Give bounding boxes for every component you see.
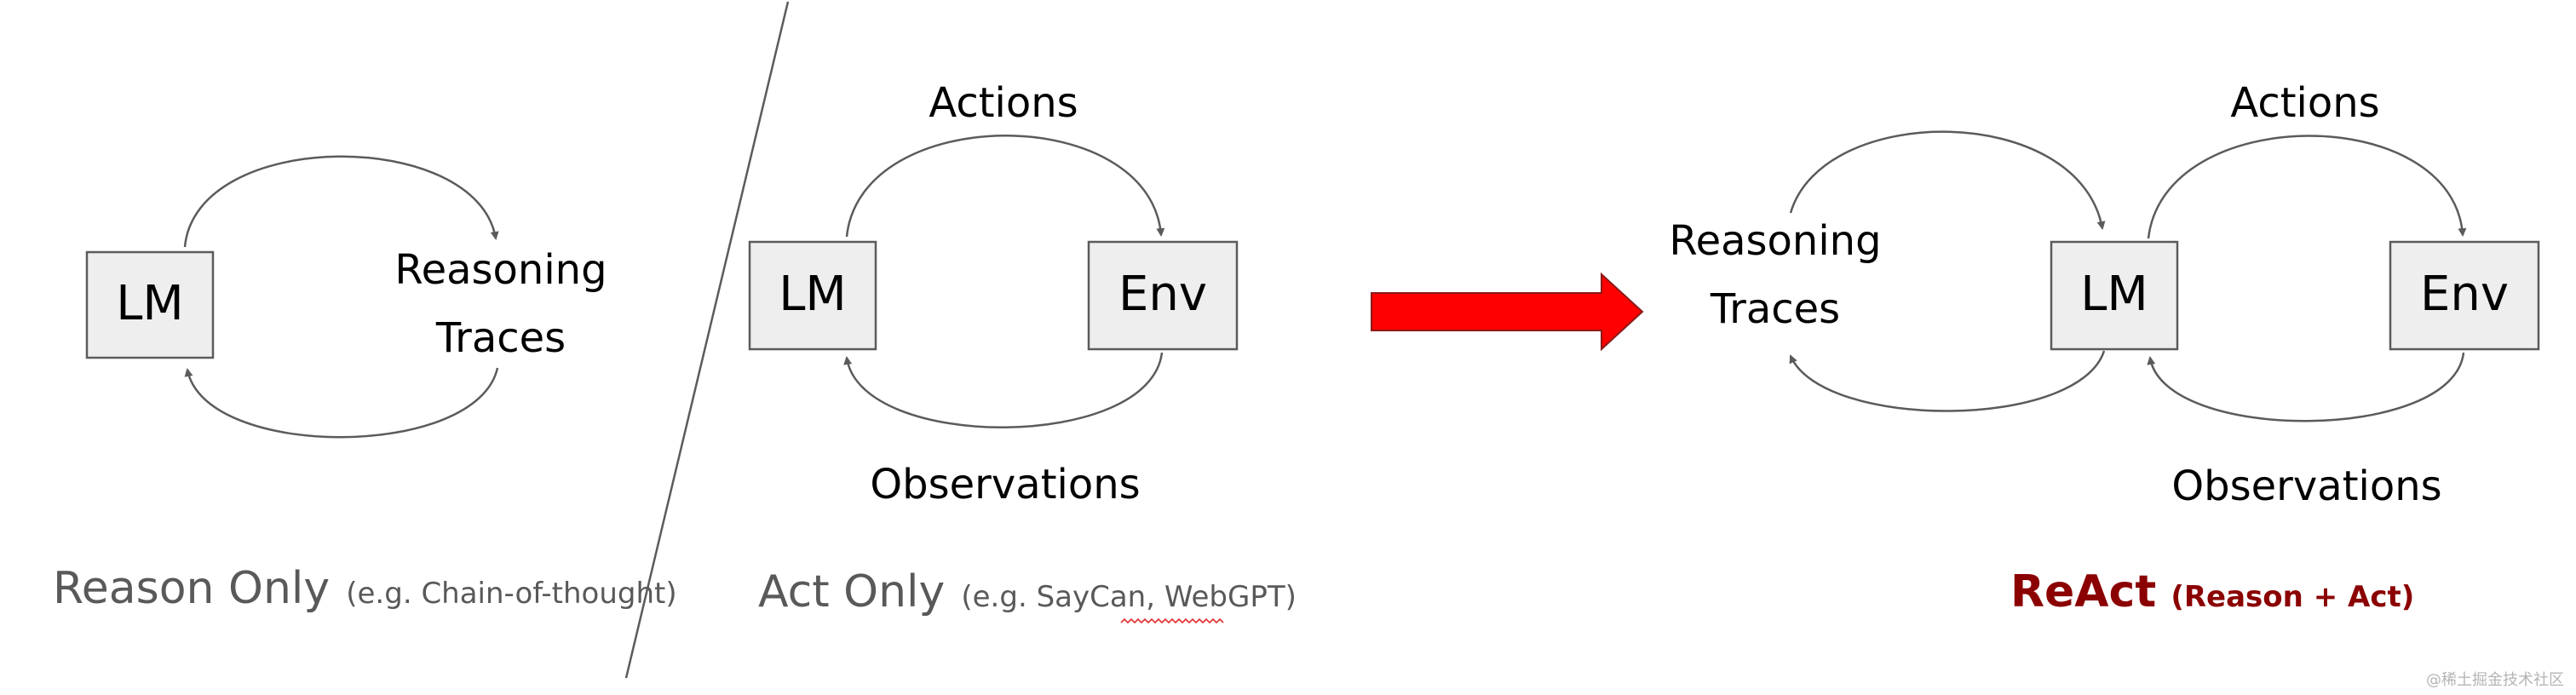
lm-box — [748, 240, 877, 351]
spellcheck-squiggle — [1120, 617, 1224, 624]
observations-label: Observations — [870, 461, 1140, 508]
reasoning-traces-label-line1: Reasoning — [394, 246, 607, 294]
caption-sub: (Reason + Act) — [2171, 580, 2414, 614]
env-box — [2389, 240, 2540, 351]
caption-sub-close: ) — [1285, 580, 1297, 614]
reason-only-panel: LM Reasoning Traces Reason Only (e.g. Ch… — [53, 155, 677, 614]
lm-box — [85, 250, 215, 359]
caption-sub: (e.g. Chain-of-thought) — [346, 577, 676, 611]
env-label: Env — [1118, 267, 1207, 322]
reasoning-return-arrow — [184, 367, 499, 439]
act-only-caption: Act Only (e.g. SayCan, WebGPT) — [758, 566, 1297, 617]
actions-arrow — [845, 135, 1165, 238]
env-box — [1087, 240, 1239, 351]
panel-divider — [624, 1, 790, 679]
observations-label: Observations — [2171, 462, 2441, 510]
reasoning-arrow — [183, 155, 499, 248]
react-panel: Reasoning Traces LM Env Actions Observat… — [1669, 79, 2540, 617]
act-only-panel: LM Env Actions Observations Act Only (e.… — [748, 79, 1297, 624]
observations-arrow — [843, 352, 1164, 428]
lm-to-reasoning-arrow — [1789, 350, 2106, 412]
observations-arrow — [2147, 352, 2465, 422]
actions-label: Actions — [929, 79, 1078, 127]
caption-sub-open: (e.g. SayCan, — [961, 580, 1164, 614]
lm-label: LM — [116, 276, 184, 331]
env-label: Env — [2420, 267, 2509, 322]
watermark: @稀土掘金技术社区 — [2426, 671, 2564, 689]
caption-main: Act Only — [758, 566, 945, 617]
lm-box — [2050, 240, 2179, 351]
caption-sub-webgpt: WebGPT — [1164, 580, 1285, 614]
caption-main: ReAct — [2010, 566, 2156, 617]
reasoning-traces-label-line2: Traces — [435, 314, 566, 362]
reason-only-caption: Reason Only (e.g. Chain-of-thought) — [53, 563, 677, 614]
actions-arrow — [2147, 135, 2467, 239]
actions-label: Actions — [2230, 79, 2379, 127]
lm-label: LM — [779, 267, 847, 322]
reasoning-to-lm-arrow — [1789, 130, 2106, 230]
transition-arrow-icon — [1371, 272, 1644, 352]
reasoning-traces-label-line2: Traces — [1710, 285, 1840, 333]
reasoning-traces-label-line1: Reasoning — [1669, 217, 1881, 265]
caption-main: Reason Only — [53, 563, 330, 614]
lm-label: LM — [2080, 267, 2148, 322]
react-caption: ReAct (Reason + Act) — [2010, 566, 2414, 617]
